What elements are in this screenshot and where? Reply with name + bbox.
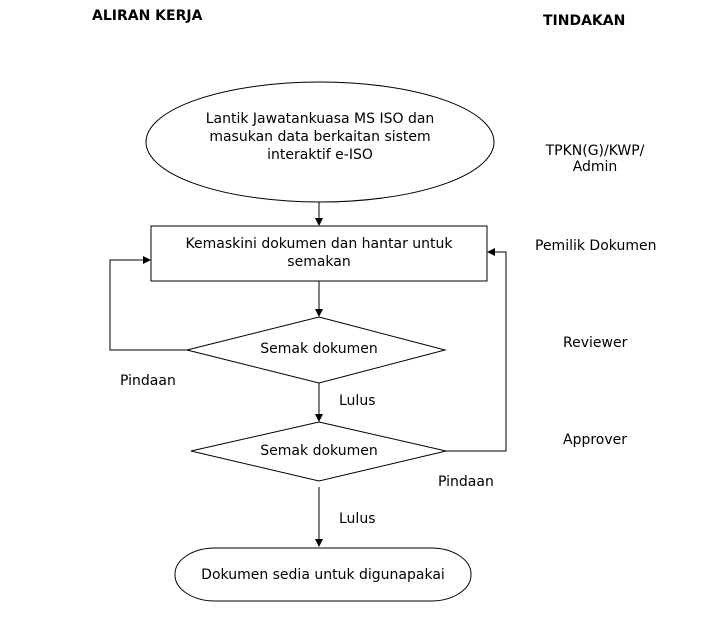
start-line-2: masukan data berkaitan sistem [209, 129, 431, 145]
update-node-text: Kemaskini dokumen dan hantar untuk semak… [160, 235, 478, 271]
review-node-text: Semak dokumen [260, 341, 378, 357]
update-line-2: semakan [287, 254, 351, 270]
action-approve: Approver [563, 432, 628, 448]
end-node-text: Dokumen sedia untuk digunapakai [201, 567, 445, 583]
approve-amend-label: Pindaan [438, 474, 494, 490]
update-line-1: Kemaskini dokumen dan hantar untuk [185, 236, 453, 252]
action-header: TINDAKAN [543, 13, 626, 29]
action-review: Reviewer [563, 335, 628, 351]
approve-amend-loop [446, 248, 507, 452]
action-start-line-1: TPKN(G)/KWP/ [545, 143, 645, 159]
start-node-text: Lantik Jawatankuasa MS ISO dan masukan d… [170, 110, 470, 164]
approve-node-text: Semak dokumen [260, 443, 378, 459]
workflow-header: ALIRAN KERJA [92, 8, 203, 24]
update-box [150, 225, 488, 282]
review-pass-label: Lulus [339, 393, 376, 409]
review-amend-label: Pindaan [120, 373, 176, 389]
action-update: Pemilik Dokumen [535, 238, 657, 254]
action-start-line-2: Admin [572, 159, 618, 175]
action-start: TPKN(G)/KWP/ Admin [535, 143, 655, 175]
start-line-3: interaktif e-ISO [267, 147, 373, 163]
approve-diamond [190, 421, 447, 482]
review-amend-loop [109, 256, 187, 351]
approve-pass-label: Lulus [339, 511, 376, 527]
start-line-1: Lantik Jawatankuasa MS ISO dan [205, 111, 435, 127]
start-ellipse [145, 81, 495, 203]
end-terminator [174, 547, 472, 602]
